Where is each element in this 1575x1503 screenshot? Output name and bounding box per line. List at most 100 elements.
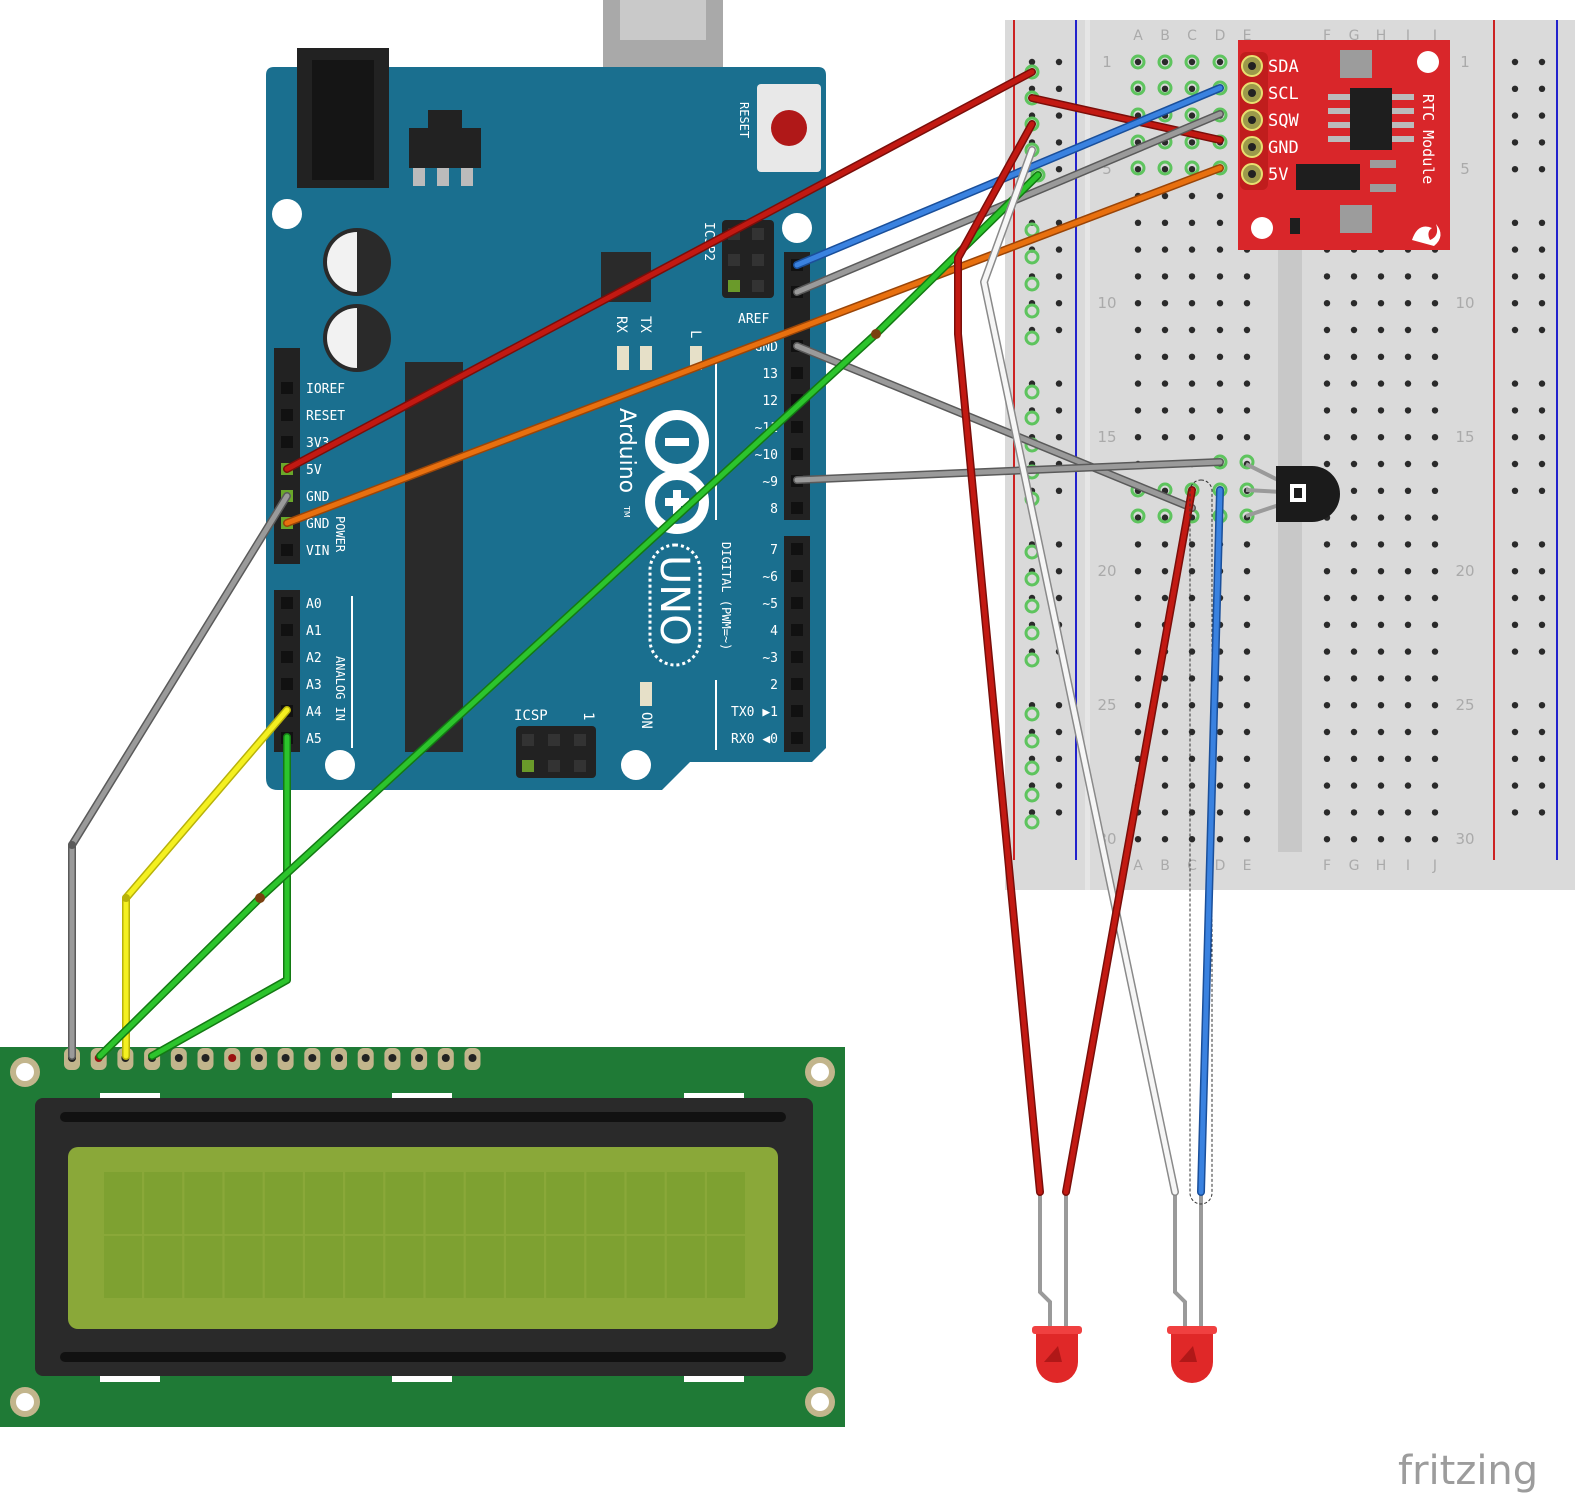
pin-label: 12 xyxy=(762,394,778,409)
rtc-title: RTC Module xyxy=(1419,94,1437,184)
column-label: C xyxy=(1187,28,1197,44)
rail-hole xyxy=(1538,568,1546,575)
breadboard-hole xyxy=(1323,326,1331,334)
breadboard-hole xyxy=(1350,380,1358,387)
capacitor xyxy=(323,304,391,372)
rtc-pin-label: SDA xyxy=(1268,57,1299,77)
lcd-display xyxy=(0,1047,845,1427)
breadboard-hole xyxy=(1216,836,1224,843)
header-pin xyxy=(791,624,803,636)
voltage-regulator xyxy=(409,128,481,168)
rail-hole xyxy=(1538,166,1546,173)
rail-hole xyxy=(1055,782,1063,789)
breadboard-hole xyxy=(1350,514,1358,521)
icsp-pin1-label: 1 xyxy=(580,712,596,720)
breadboard-hole xyxy=(1134,246,1142,253)
rail-hole xyxy=(1511,326,1519,334)
breadboard-hole xyxy=(1216,353,1224,360)
pin-label: RX0 ◀0 xyxy=(731,732,778,747)
breadboard-hole xyxy=(1431,755,1439,762)
breadboard-hole xyxy=(1431,273,1439,280)
breadboard-hole xyxy=(1134,85,1142,93)
breadboard-hole xyxy=(1161,809,1169,816)
breadboard-hole xyxy=(1431,541,1439,548)
breadboard-hole xyxy=(1431,380,1439,387)
breadboard-hole xyxy=(1161,407,1169,414)
aref-label: AREF xyxy=(738,312,769,327)
rail-hole xyxy=(1538,300,1546,307)
rtc-crystal xyxy=(1296,164,1360,190)
breadboard-hole xyxy=(1134,353,1142,360)
breadboard-hole xyxy=(1188,353,1196,360)
column-label: G xyxy=(1349,28,1360,44)
breadboard-hole xyxy=(1377,782,1385,789)
column-label: A xyxy=(1133,28,1143,44)
breadboard-hole xyxy=(1350,541,1358,548)
breadboard-hole xyxy=(1243,836,1251,843)
breadboard-hole xyxy=(1377,273,1385,280)
column-label: D xyxy=(1215,28,1226,44)
rail-hole xyxy=(1511,300,1519,307)
on-led xyxy=(640,682,652,706)
breadboard-hole xyxy=(1323,836,1331,843)
mounting-hole xyxy=(325,750,355,780)
rail-hole xyxy=(1511,85,1519,93)
pin-label: A1 xyxy=(306,624,322,639)
lcd-char-cell xyxy=(264,1236,303,1298)
rail-hole xyxy=(1028,809,1036,816)
rail-hole xyxy=(1511,219,1519,226)
breadboard-hole xyxy=(1377,702,1385,709)
rail-hole xyxy=(1511,728,1519,736)
breadboard-hole xyxy=(1350,460,1358,468)
pin-label: TX0 ▶1 xyxy=(731,705,778,720)
breadboard-hole xyxy=(1404,594,1412,602)
rail-hole xyxy=(1028,728,1036,736)
breadboard-hole xyxy=(1350,809,1358,816)
rail-hole xyxy=(1028,782,1036,789)
column-label: F xyxy=(1323,858,1331,874)
row-label: 15 xyxy=(1097,428,1116,446)
rtc-mounting-hole xyxy=(1251,217,1273,239)
connected-hole xyxy=(1157,508,1173,524)
breadboard-hole xyxy=(1350,300,1358,307)
rail-hole xyxy=(1511,460,1519,468)
breadboard-hole xyxy=(1377,380,1385,387)
breadboard-hole xyxy=(1377,648,1385,655)
breadboard-hole xyxy=(1161,755,1169,762)
rtc-mounting-hole xyxy=(1417,51,1439,73)
breadboard-hole xyxy=(1188,273,1196,280)
header-pin xyxy=(281,436,293,448)
breadboard-hole xyxy=(1323,675,1331,682)
breadboard-hole xyxy=(1161,300,1169,307)
breadboard-hole xyxy=(1377,353,1385,360)
breadboard-hole xyxy=(1216,702,1224,709)
pin-label: 7 xyxy=(770,543,778,558)
breadboard-hole xyxy=(1404,782,1412,789)
fritzing-watermark: fritzing xyxy=(1398,1448,1538,1494)
rail-hole xyxy=(1538,728,1546,736)
lcd-char-cell xyxy=(345,1172,384,1234)
breadboard-hole xyxy=(1216,728,1224,736)
row-label: 20 xyxy=(1097,562,1116,580)
breadboard-hole xyxy=(1161,85,1169,93)
column-label: A xyxy=(1133,858,1143,874)
connected-hole xyxy=(1239,454,1255,470)
breadboard-hole xyxy=(1350,782,1358,789)
mounting-hole xyxy=(272,199,302,229)
rail-hole xyxy=(1055,809,1063,816)
breadboard-hole xyxy=(1161,273,1169,280)
breadboard-hole xyxy=(1404,675,1412,682)
rail-hole xyxy=(1538,460,1546,468)
breadboard-hole xyxy=(1243,434,1251,441)
header-pin xyxy=(791,597,803,609)
breadboard-hole xyxy=(1216,300,1224,307)
breadboard-hole xyxy=(1404,836,1412,843)
mounting-hole xyxy=(782,213,812,243)
pin-label: A0 xyxy=(306,597,322,612)
wire-blue xyxy=(1198,487,1223,1195)
lcd-char-cell xyxy=(264,1172,303,1234)
connected-hole xyxy=(1130,80,1146,96)
breadboard-hole xyxy=(1377,594,1385,602)
lcd-char-cell xyxy=(626,1172,665,1234)
breadboard-hole xyxy=(1161,541,1169,548)
